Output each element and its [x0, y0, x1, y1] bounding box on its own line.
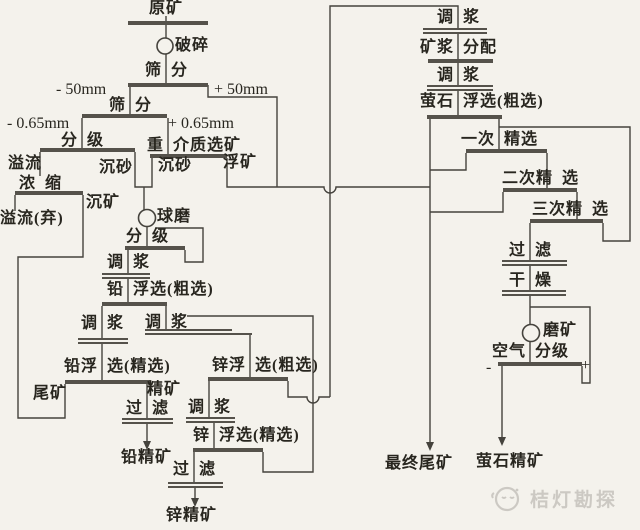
separator-bar: [145, 333, 252, 335]
flow-line: [17, 195, 84, 419]
separator-bar: [466, 149, 547, 153]
flow-line: [430, 153, 467, 171]
separator-bar: [427, 115, 502, 119]
flow-lines: [14, 5, 631, 501]
arrow-final-tailings: [426, 442, 434, 451]
separator-bar: [502, 290, 566, 292]
separator-bar: [82, 114, 167, 118]
separator-bar: [145, 329, 232, 331]
separator-bar: [423, 28, 487, 30]
separator-bar: [502, 264, 567, 266]
ball-mill-circle: [137, 208, 157, 228]
separator-bar: [530, 219, 603, 223]
separator-bar: [122, 422, 173, 424]
flow-line: [530, 306, 591, 384]
flow-line: [499, 126, 631, 242]
separator-bar: [427, 85, 493, 87]
flow-line: [226, 158, 430, 194]
flow-line: [134, 152, 153, 188]
separator-bar: [502, 260, 567, 262]
separator-bar: [186, 421, 235, 423]
arrow-pb-concentrate: [143, 441, 151, 450]
separator-bar: [423, 32, 487, 34]
separator-bar: [150, 154, 227, 158]
separator-bar: [102, 273, 150, 275]
flow-line: [187, 315, 314, 473]
watermark-text: 桔灯勘探: [530, 489, 619, 511]
separator-bar: [502, 294, 566, 296]
separator-bar: [427, 89, 493, 91]
flow-line: [287, 381, 330, 404]
process-bars: [15, 21, 603, 488]
separator-bar: [15, 191, 83, 195]
separator-bar: [186, 417, 235, 419]
separator-bar: [125, 246, 185, 250]
flow-arrows: [143, 437, 506, 507]
separator-bar: [168, 482, 223, 484]
flow-line: [430, 192, 504, 213]
flow-line: [156, 227, 204, 263]
crusher-circle: [156, 37, 174, 55]
separator-bar: [102, 277, 150, 279]
arrow-zn-concentrate: [191, 498, 199, 507]
separator-bar: [498, 362, 582, 366]
watermark-logo-icon: [491, 486, 520, 512]
flow-line: [207, 85, 278, 187]
separator-bar: [78, 342, 128, 344]
separator-bar: [128, 83, 208, 87]
flow-line: [329, 5, 459, 397]
separator-bar: [102, 302, 167, 306]
separator-bar: [168, 486, 223, 488]
separator-bar: [78, 338, 128, 340]
separator-bar: [193, 448, 263, 452]
separator-bar: [503, 188, 577, 192]
separator-bar: [65, 380, 150, 384]
separator-bar: [428, 59, 493, 63]
separator-bar: [40, 148, 135, 152]
separator-bar: [122, 418, 173, 420]
separator-bar: [128, 21, 208, 25]
unit-circles: [137, 37, 541, 343]
separator-bar: [208, 377, 288, 381]
watermark: 桔灯勘探: [490, 483, 618, 513]
arrow-fluorite-concentrate: [498, 437, 506, 446]
grinder-circle: [521, 323, 541, 343]
